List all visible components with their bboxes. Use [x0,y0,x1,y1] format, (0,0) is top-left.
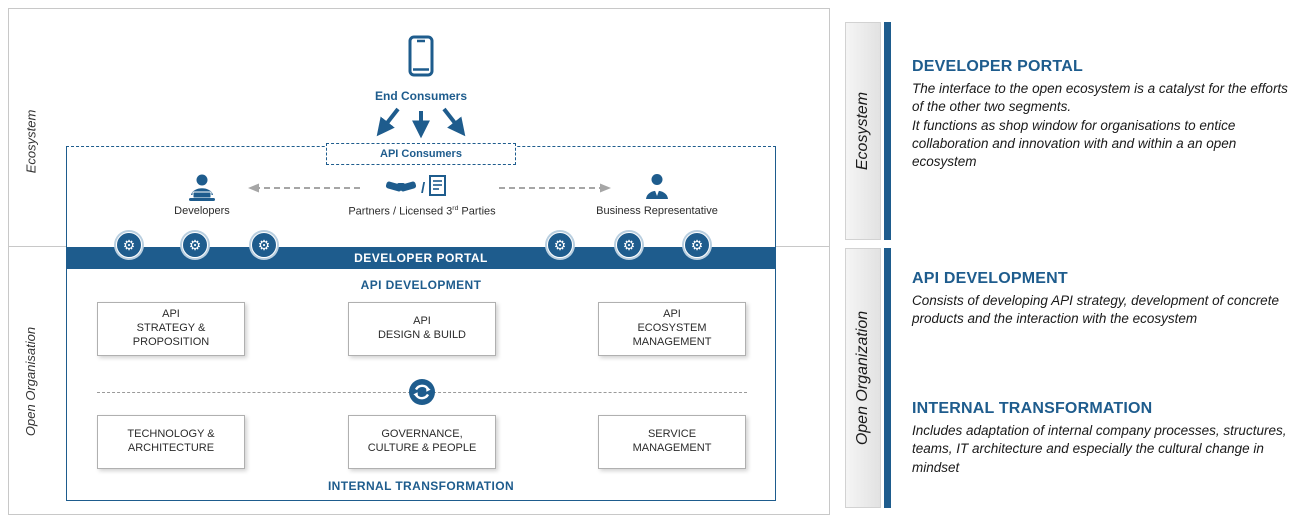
developer-portal-bar-label: DEVELOPER PORTAL [354,251,488,265]
open-organization-ribbon: Open Organization [845,248,881,508]
api-development-heading: API DEVELOPMENT [360,278,482,292]
dashed-arrow-right-icon [497,181,612,199]
box-api-strategy-proposition: API STRATEGY & PROPOSITION [97,302,245,356]
partners-label-sup: rd [452,205,459,212]
gear-badge-icon: ⚙ [182,232,208,258]
gear-badge-icon: ⚙ [251,232,277,258]
gear-badge-icon: ⚙ [616,232,642,258]
api-consumers-box: API Consumers [326,143,516,165]
developer-person-icon [185,173,219,208]
axis-ecosystem-text: Ecosystem [23,109,39,173]
sync-icon [408,378,436,406]
end-consumers-label: End Consumers [374,89,467,103]
api-consumers-label: API Consumers [380,148,462,160]
developers-label: Developers [174,205,230,217]
down-arrows-icon [356,107,486,146]
gear-glyph: ⚙ [622,237,636,253]
open-ecosystem-boundary: Developers / [66,146,776,501]
business-person-icon [644,173,670,206]
business-representative-label: Business Representative [596,205,718,217]
box-api-design-build: API DESIGN & BUILD [348,302,496,356]
legend-body-internal-transformation: Includes adaptation of internal company … [912,423,1287,475]
open-organization-accent-bar [884,248,891,508]
ecosystem-ribbon-label: Ecosystem [854,91,871,171]
contract-document-icon [429,175,447,201]
dashed-arrow-left-icon [247,181,362,199]
ecosystem-ribbon: Ecosystem [845,22,881,240]
slash-separator: / [421,179,426,197]
gear-glyph: ⚙ [122,237,136,253]
gear-glyph: ⚙ [257,237,271,253]
legend-title-developer-portal: DEVELOPER PORTAL [912,58,1083,75]
axis-open-organisation-text: Open Organisation [23,326,39,436]
partners-label: Partners / Licensed 3rd Parties [312,205,532,218]
legend-body-api-development: Consists of developing API strategy, dev… [912,293,1279,327]
handshake-icon [385,176,417,201]
gear-glyph: ⚙ [553,237,567,253]
partners-label-suffix: Parties [458,205,496,218]
legend-block-developer-portal: DEVELOPER PORTAL The interface to the op… [912,58,1290,172]
box-service-management: SERVICE MANAGEMENT [598,415,746,469]
diagram-panel: Ecosystem Open Organisation End Consumer… [8,8,830,515]
box-governance-culture-people: GOVERNANCE, CULTURE & PEOPLE [348,415,496,469]
box-technology-architecture: TECHNOLOGY & ARCHITECTURE [97,415,245,469]
legend-block-api-development: API DEVELOPMENT Consists of developing A… [912,270,1290,329]
smartphone-icon [408,35,434,77]
legend-title-api-development: API DEVELOPMENT [912,270,1068,287]
ecosystem-accent-bar [884,22,891,240]
gear-badge-icon: ⚙ [684,232,710,258]
internal-transformation-heading: INTERNAL TRANSFORMATION [327,479,515,493]
axis-label-open-organisation: Open Organisation [9,281,53,481]
gear-glyph: ⚙ [188,237,202,253]
developer-portal-bar: DEVELOPER PORTAL [67,247,775,269]
gear-badge-icon: ⚙ [116,232,142,258]
gear-glyph: ⚙ [690,237,704,253]
box-api-ecosystem-management: API ECOSYSTEM MANAGEMENT [598,302,746,356]
partners-label-prefix: Partners / Licensed 3 [348,205,453,218]
gear-badge-icon: ⚙ [547,232,573,258]
legend-title-internal-transformation: INTERNAL TRANSFORMATION [912,400,1153,417]
open-organization-ribbon-label: Open Organization [854,310,871,446]
partners-icons: / [385,175,465,201]
legend-block-internal-transformation: INTERNAL TRANSFORMATION Includes adaptat… [912,400,1290,477]
axis-label-ecosystem: Ecosystem [9,41,53,241]
legend-body-developer-portal: The interface to the open ecosystem is a… [912,81,1288,170]
